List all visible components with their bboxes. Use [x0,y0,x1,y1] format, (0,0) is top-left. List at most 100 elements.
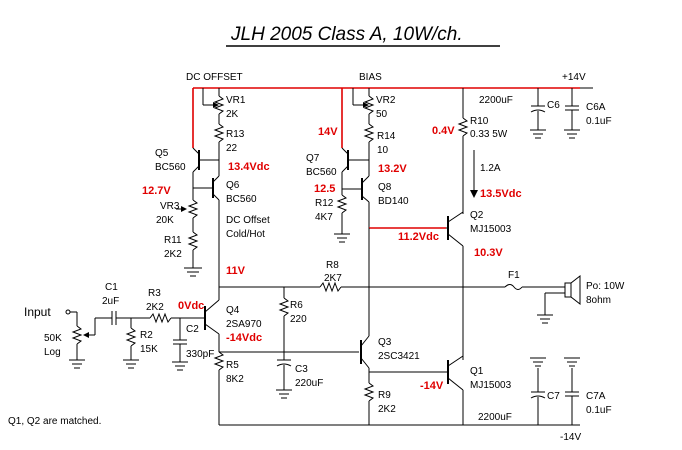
q1-ref: Q1 [470,366,484,377]
vr2-trimpot [352,88,375,115]
r10-ref: R10 [470,116,489,127]
bias-label: BIAS [359,72,382,83]
q5-transistor [192,147,219,185]
q2-transistor [446,211,464,360]
q4-value: 2SA970 [226,319,262,330]
r11-ref: R11 [164,235,182,246]
c1-capacitor [95,311,150,325]
c1-value: 2uF [102,296,119,307]
q8-transistor [342,160,370,228]
q7-base-voltage: 14V [318,126,338,138]
speaker-impedance: 8ohm [586,295,611,306]
c7a-value: 0.1uF [586,405,612,416]
f1-fuse [504,284,565,290]
r10-resistor [457,88,469,214]
r6-value: 220 [290,314,307,325]
c6-value: 2200uF [479,95,513,106]
dc-offset-note-1: DC Offset [226,215,270,226]
vr1-value: 2K [226,109,239,120]
current-arrow [470,150,478,198]
c7a-capacitor [564,357,580,425]
r9-value: 2K2 [378,404,396,415]
c6a-ref: C6A [586,102,606,113]
input-terminal [65,309,77,315]
c2-capacitor [172,318,188,371]
c7a-ref: C7A [586,391,606,402]
q3-transistor [360,330,370,383]
dc-offset-label: DC OFFSET [186,72,243,83]
positive-rail-label: +14V [562,72,586,83]
r2-ref: R2 [140,330,153,341]
c7-value: 2200uF [478,412,512,423]
c6a-value: 0.1uF [586,116,612,127]
footnote: Q1, Q2 are matched. [8,416,101,427]
q2-base-voltage: 11.2Vdc [398,231,439,243]
c3-ref: C3 [295,364,308,375]
vr1-trimpot [202,88,225,115]
q6-transistor [193,160,220,300]
c3-capacitor [276,359,292,399]
speaker-icon [537,274,581,324]
r14-ref: R14 [377,131,396,142]
q3-ref: Q3 [378,337,392,348]
r14-resistor [363,114,375,160]
pot-taper: Log [44,347,61,358]
q1-value: MJ15003 [470,380,512,391]
q7-transistor [341,147,369,195]
q6-ref: Q6 [226,180,240,191]
r9-ref: R9 [378,390,391,401]
q6-emitter-voltage: 13.4Vdc [228,161,270,173]
q3-value: 2SC3421 [378,351,420,362]
r14-value: 10 [377,145,389,156]
r2-resistor [123,318,139,369]
q6-value: BC560 [226,194,257,205]
r3-resistor [149,312,203,324]
q4-transistor [203,299,220,352]
c2-value: 330pF [186,349,214,360]
r13-ref: R13 [226,129,245,140]
q8-base-voltage: 12.5 [314,183,335,195]
vr3-value: 20K [156,215,174,226]
r12-value: 4K7 [315,212,333,223]
negative-rail-label: -14V [560,432,581,443]
r11-value: 2K2 [164,249,182,260]
q4-ref: Q4 [226,305,240,316]
output-voltage: 10.3V [474,247,503,259]
vr2-value: 50 [376,109,388,120]
r11-resistor [184,231,202,277]
vr3-ref: VR3 [160,201,180,212]
r5-resistor [213,351,225,425]
c6a-capacitor [564,88,580,139]
r10-top-voltage: 0.4V [432,125,455,137]
r8-ref: R8 [326,260,339,271]
r6-resistor [278,287,290,360]
q7-emitter-voltage: 13.2V [378,163,407,175]
f1-ref: F1 [508,270,520,281]
c7-ref: C7 [547,391,560,402]
c6-ref: C6 [547,100,560,111]
q8-value: BD140 [378,196,409,207]
input-label: Input [24,305,51,319]
q8-ref: Q8 [378,182,392,193]
q5-ref: Q5 [155,148,169,159]
node-11v-voltage: 11V [226,265,246,277]
r3-ref: R3 [148,288,161,299]
q2-value: MJ15003 [470,224,512,235]
r5-ref: R5 [226,360,239,371]
q7-value: BC560 [306,167,337,178]
r12-ref: R12 [315,198,334,209]
dc-offset-note-2: Cold/Hot [226,229,265,240]
pot-value: 50K [44,333,62,344]
volume-pot [69,312,96,369]
c3-value: 220uF [295,378,323,389]
q5-value: BC560 [155,162,186,173]
r3-value: 2K2 [146,302,164,313]
q2-ref: Q2 [470,210,484,221]
c2-ref: C2 [186,324,199,335]
vr1-ref: VR1 [226,95,246,106]
vr2-ref: VR2 [376,95,396,106]
r8-value: 2K7 [324,273,342,284]
speaker-power: Po: 10W [586,281,625,292]
r6-ref: R6 [290,300,303,311]
